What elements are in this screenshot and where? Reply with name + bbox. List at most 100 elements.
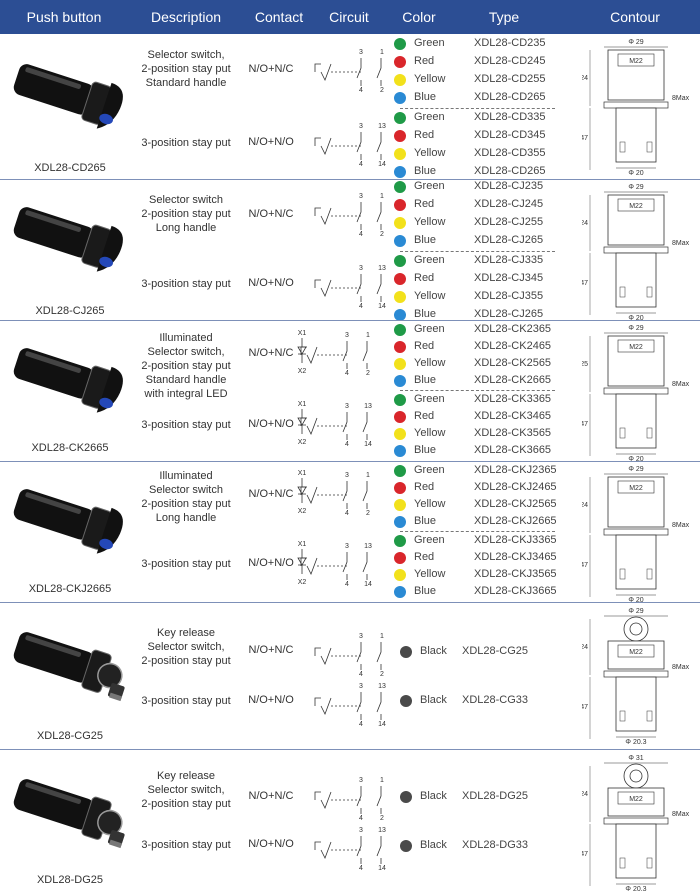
- circuit-2pos-term-bottom-left: 4: [345, 510, 349, 515]
- description-line: Long handle: [155, 222, 217, 234]
- contour-5-dim-bottom: Φ 20.3: [625, 886, 646, 892]
- color-swatch-icon: [394, 92, 406, 104]
- color-name: Green: [414, 180, 445, 192]
- contour-3-dim-bottom: Φ 20: [628, 597, 643, 603]
- contact-3pos: N/O+N/O: [248, 557, 294, 569]
- contact-2pos: N/O+N/C: [248, 790, 294, 802]
- color-swatch-icon: [394, 428, 406, 440]
- description-line: 3-position stay put: [141, 558, 231, 570]
- section-divider: [0, 749, 700, 750]
- circuit-3pos-term-bottom-left: 4: [345, 581, 349, 586]
- circuit-3pos-term-top-right: 13: [378, 827, 386, 834]
- model-label: XDL28-CG25: [36, 730, 104, 742]
- contour-2-dim-low: 47: [582, 421, 588, 428]
- description-line: 2-position stay put: [141, 498, 231, 510]
- color-name: Blue: [414, 165, 437, 177]
- description-line: Selector switch: [149, 484, 223, 496]
- type-code: XDL28-CK3465: [474, 410, 552, 422]
- contour-5-dim-top: Φ 31: [628, 755, 643, 762]
- circuit-2pos-term-bottom-right: 2: [380, 671, 384, 676]
- contour-2-dim-top: Φ 29: [628, 325, 643, 332]
- color-swatch-icon: [394, 375, 406, 387]
- group-separator: [400, 108, 555, 109]
- circuit-3pos-x2-label: X2: [298, 439, 307, 446]
- circuit-2pos-term-top-left: 3: [345, 472, 349, 479]
- circuit-2pos-x2-label: X2: [298, 368, 307, 375]
- type-code: XDL28-CKJ3665: [474, 585, 557, 597]
- description-line: Selector switch,: [147, 346, 225, 358]
- color-name: Green: [414, 464, 445, 476]
- contour-0-dim-low: 47: [582, 135, 588, 142]
- type-code: XDL28-CD255: [474, 73, 546, 85]
- color-swatch-icon: [394, 552, 406, 564]
- circuit-2pos-term-bottom-right: 2: [380, 231, 384, 236]
- circuit-2pos-term-top-right: 1: [366, 332, 370, 339]
- circuit-2pos-term-bottom-right: 2: [380, 815, 384, 820]
- section-divider: [0, 602, 700, 603]
- color-name: Green: [414, 254, 445, 266]
- contact-2pos: N/O+N/C: [248, 347, 294, 359]
- contour-1-dim-low: 47: [582, 280, 588, 287]
- contour-0-dim-right: 8Max: [672, 95, 690, 102]
- color-swatch-icon: [394, 38, 406, 50]
- color-name: Blue: [414, 585, 437, 597]
- contour-5-dim-left: 24: [582, 791, 588, 798]
- description-line: Illuminated: [159, 470, 213, 482]
- type-code: XDL28-CK2665: [474, 374, 552, 386]
- description-line: Illuminated: [159, 332, 213, 344]
- circuit-2pos-term-top-right: 1: [380, 49, 384, 56]
- circuit-3pos-term-bottom-left: 4: [359, 721, 363, 726]
- color-swatch-icon: [394, 341, 406, 353]
- description-line: 2-position stay put: [141, 655, 231, 667]
- color-swatch-icon: [394, 394, 406, 406]
- circuit-3pos-term-bottom-left: 4: [359, 865, 363, 870]
- color-name: Black: [420, 645, 447, 657]
- circuit-3pos-term-bottom-right: 14: [378, 303, 386, 308]
- description-line: Selector switch,: [147, 784, 225, 796]
- type-code: XDL28-CJ235: [474, 180, 544, 192]
- type-code: XDL28-CG33: [462, 694, 529, 706]
- contour-4-dim-right: 8Max: [672, 664, 690, 671]
- type-code: XDL28-CK2565: [474, 357, 552, 369]
- product-photo: [8, 332, 130, 424]
- color-swatch-icon: [394, 465, 406, 477]
- type-code: XDL28-CJ345: [474, 272, 544, 284]
- model-label: XDL28-CJ265: [35, 305, 105, 317]
- product-photo: [8, 191, 130, 283]
- color-name: Black: [420, 790, 447, 802]
- type-code: XDL28-CD355: [474, 147, 546, 159]
- color-swatch-icon: [394, 74, 406, 86]
- type-code: XDL28-CKJ2665: [474, 515, 557, 527]
- description-line: 2-position stay put: [141, 208, 231, 220]
- color-swatch-icon: [394, 235, 406, 247]
- color-swatch-icon: [394, 586, 406, 598]
- color-swatch-icon: [394, 291, 406, 303]
- circuit-3pos-term-top-right: 13: [364, 403, 372, 410]
- color-swatch-icon: [394, 411, 406, 423]
- contour-3-dim-left: 24: [582, 502, 588, 509]
- contact-3pos: N/O+N/O: [248, 277, 294, 289]
- circuit-2pos-term-bottom-left: 4: [359, 815, 363, 820]
- circuit-2pos-term-bottom-right: 2: [380, 87, 384, 92]
- contour-3-dim-right: 8Max: [672, 522, 690, 529]
- description-line: 2-position stay put: [141, 798, 231, 810]
